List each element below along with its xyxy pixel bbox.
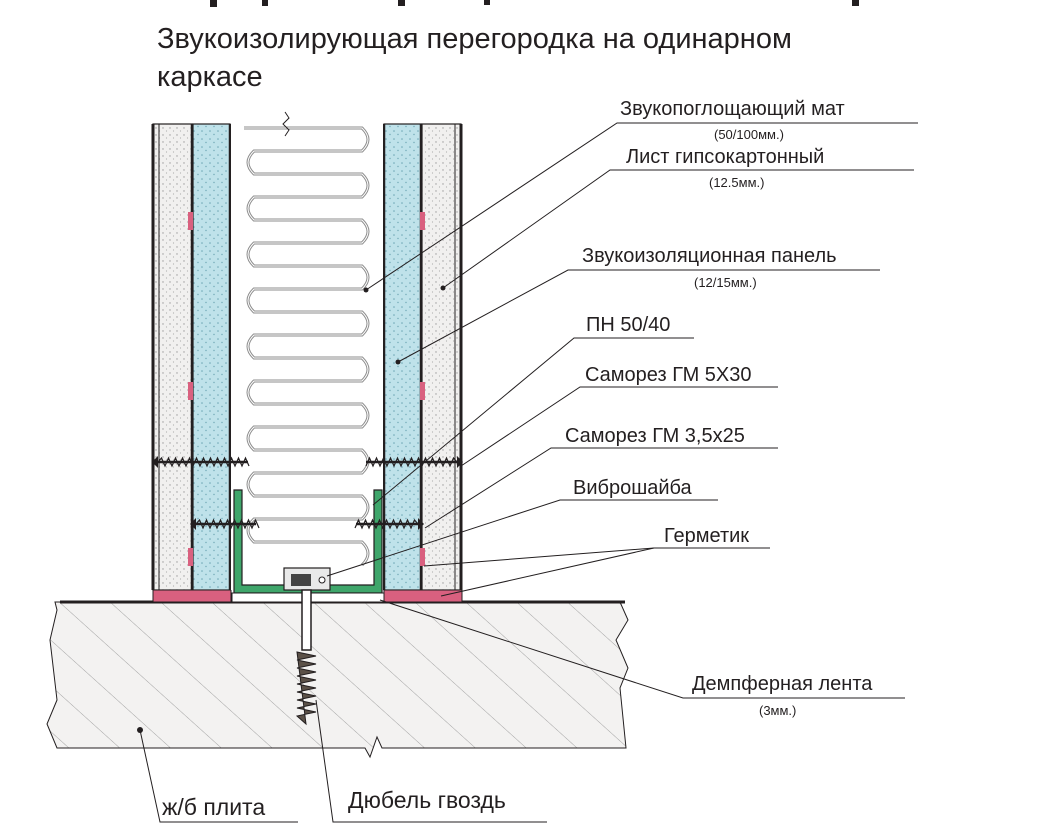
label-concrete-slab: ж/б плита bbox=[162, 794, 265, 820]
label-soundproof-panel: Звукоизоляционная панель bbox=[582, 245, 837, 267]
right-sealant-strip bbox=[383, 589, 463, 603]
label-gypsum-board: Лист гипсокартонный bbox=[626, 146, 824, 168]
label-sealant: Герметик bbox=[664, 525, 749, 547]
label-screw-25: Саморез ГМ 3,5х25 bbox=[565, 425, 745, 447]
dowel-nail bbox=[295, 589, 317, 726]
label-damper-tape: Демпферная лента bbox=[692, 673, 873, 695]
screw-right-25 bbox=[354, 518, 424, 530]
label-gypsum-board-size: (12.5мм.) bbox=[709, 175, 764, 190]
diagram-title-line2: каркасе bbox=[157, 61, 263, 93]
cropped-heading-remnant bbox=[210, 0, 859, 7]
label-soundproof-panel-size: (12/15мм.) bbox=[694, 275, 757, 290]
label-damper-tape-size: (3мм.) bbox=[759, 703, 796, 718]
label-sound-absorbing-mat: Звукопоглощающий мат bbox=[620, 98, 845, 120]
label-screw-30: Саморез ГМ 5Х30 bbox=[585, 364, 752, 386]
label-dowel-nail: Дюбель гвоздь bbox=[348, 787, 506, 813]
label-sound-absorbing-mat-size: (50/100мм.) bbox=[714, 127, 784, 142]
leader-lines bbox=[139, 122, 918, 823]
labels: Звукопоглощающий мат (50/100мм.) Лист ги… bbox=[162, 98, 873, 820]
sound-absorbing-mat bbox=[231, 111, 383, 590]
label-profile: ПН 50/40 bbox=[586, 314, 670, 336]
label-vibro-washer: Виброшайба bbox=[573, 477, 693, 499]
left-sealant-strip bbox=[152, 589, 232, 603]
right-soundproof-panel bbox=[383, 123, 422, 591]
vibro-washer bbox=[283, 567, 331, 591]
right-wall bbox=[382, 123, 463, 603]
diagram-title-line1: Звукоизолирующая перегородка на одинарно… bbox=[157, 23, 792, 55]
concrete-slab bbox=[46, 600, 629, 759]
screw-left-25 bbox=[190, 518, 260, 530]
left-wall bbox=[151, 123, 232, 603]
screw-right-30 bbox=[365, 456, 463, 468]
screws bbox=[152, 456, 463, 530]
screw-left-30 bbox=[152, 456, 250, 468]
left-soundproof-panel bbox=[192, 123, 231, 591]
